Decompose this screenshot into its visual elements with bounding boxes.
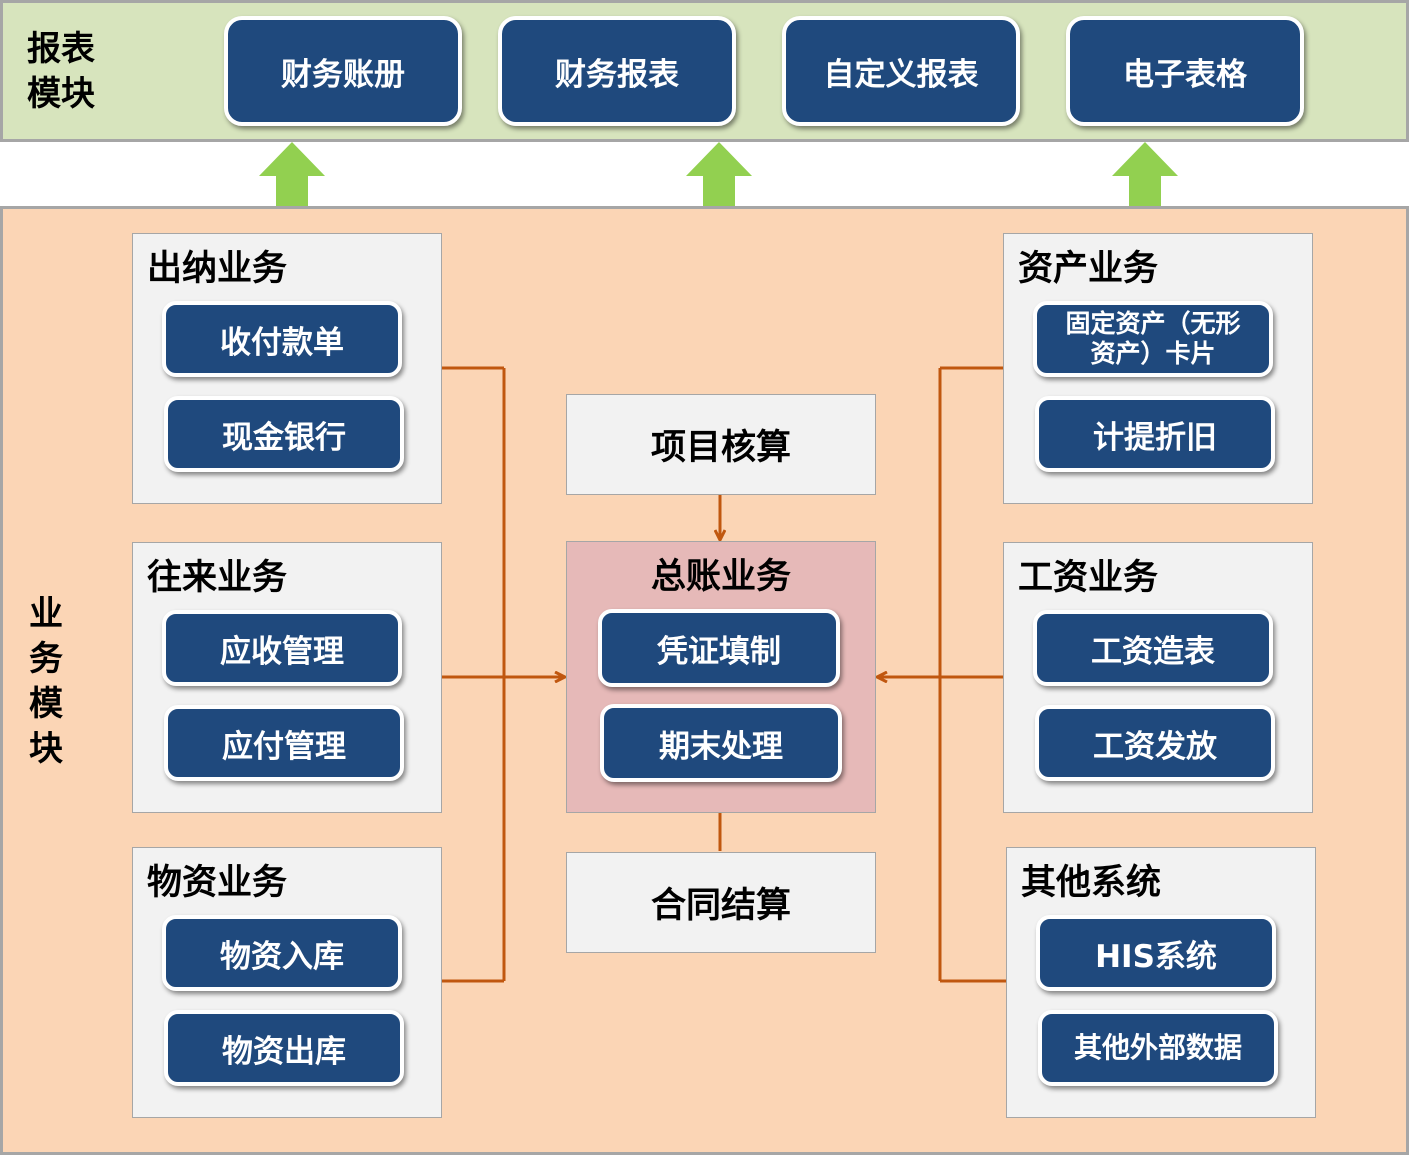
financial-ledger-button[interactable]: 财务账册 — [224, 16, 462, 126]
fixed-asset-card-button[interactable]: 固定资产（无形 资产）卡片 — [1033, 301, 1273, 377]
project-accounting-box: 项目核算 — [566, 394, 876, 495]
materials-outbound-button[interactable]: 物资出库 — [164, 1010, 404, 1086]
fixed-asset-card-label-line1: 固定资产（无形 — [1065, 309, 1241, 338]
depreciation-button[interactable]: 计提折旧 — [1035, 396, 1275, 472]
up-arrow-left — [259, 142, 325, 206]
up-arrow-center — [686, 142, 752, 206]
fixed-asset-card-label-line2: 资产）卡片 — [1090, 339, 1216, 368]
receipt-payment-voucher-button[interactable]: 收付款单 — [162, 301, 402, 377]
spreadsheet-button[interactable]: 电子表格 — [1066, 16, 1304, 126]
receivable-payable-group-title: 往来业务 — [147, 558, 288, 598]
period-end-processing-button[interactable]: 期末处理 — [600, 704, 842, 782]
report-module-label-line1: 报表 — [27, 29, 95, 69]
custom-report-button[interactable]: 自定义报表 — [782, 16, 1020, 126]
report-module-label-line2: 模块 — [27, 74, 95, 114]
payroll-group-title: 工资业务 — [1018, 558, 1159, 598]
report-module-label: 报表 模块 — [27, 27, 107, 117]
voucher-entry-button[interactable]: 凭证填制 — [598, 609, 840, 687]
cashier-group-title: 出纳业务 — [147, 249, 288, 289]
payables-management-button[interactable]: 应付管理 — [164, 705, 404, 781]
business-module-label-char: 务 — [29, 639, 63, 679]
materials-inbound-button[interactable]: 物资入库 — [162, 915, 402, 991]
business-module-label: 业 务 模 块 — [26, 592, 66, 772]
cash-bank-button[interactable]: 现金银行 — [164, 396, 404, 472]
payroll-payment-button[interactable]: 工资发放 — [1035, 705, 1275, 781]
assets-group-title: 资产业务 — [1018, 249, 1159, 289]
project-accounting-label: 项目核算 — [650, 428, 791, 468]
general-ledger-group-title: 总账业务 — [650, 557, 791, 597]
other-systems-group-title: 其他系统 — [1021, 863, 1162, 903]
right-connector — [878, 366, 1006, 983]
receivables-management-button[interactable]: 应收管理 — [162, 610, 402, 686]
other-external-data-button[interactable]: 其他外部数据 — [1038, 1010, 1278, 1086]
contract-settlement-box: 合同结算 — [566, 852, 876, 953]
business-module-label-char: 块 — [29, 729, 63, 769]
business-module-label-char: 模 — [29, 684, 63, 724]
up-arrow-right — [1112, 142, 1178, 206]
business-module-label-char: 业 — [29, 594, 63, 634]
his-system-button[interactable]: HIS系统 — [1036, 915, 1276, 991]
financial-statements-button[interactable]: 财务报表 — [498, 16, 736, 126]
contract-settlement-label: 合同结算 — [650, 886, 791, 926]
left-connector — [442, 366, 564, 983]
payroll-preparation-button[interactable]: 工资造表 — [1033, 610, 1273, 686]
materials-group-title: 物资业务 — [147, 863, 288, 903]
